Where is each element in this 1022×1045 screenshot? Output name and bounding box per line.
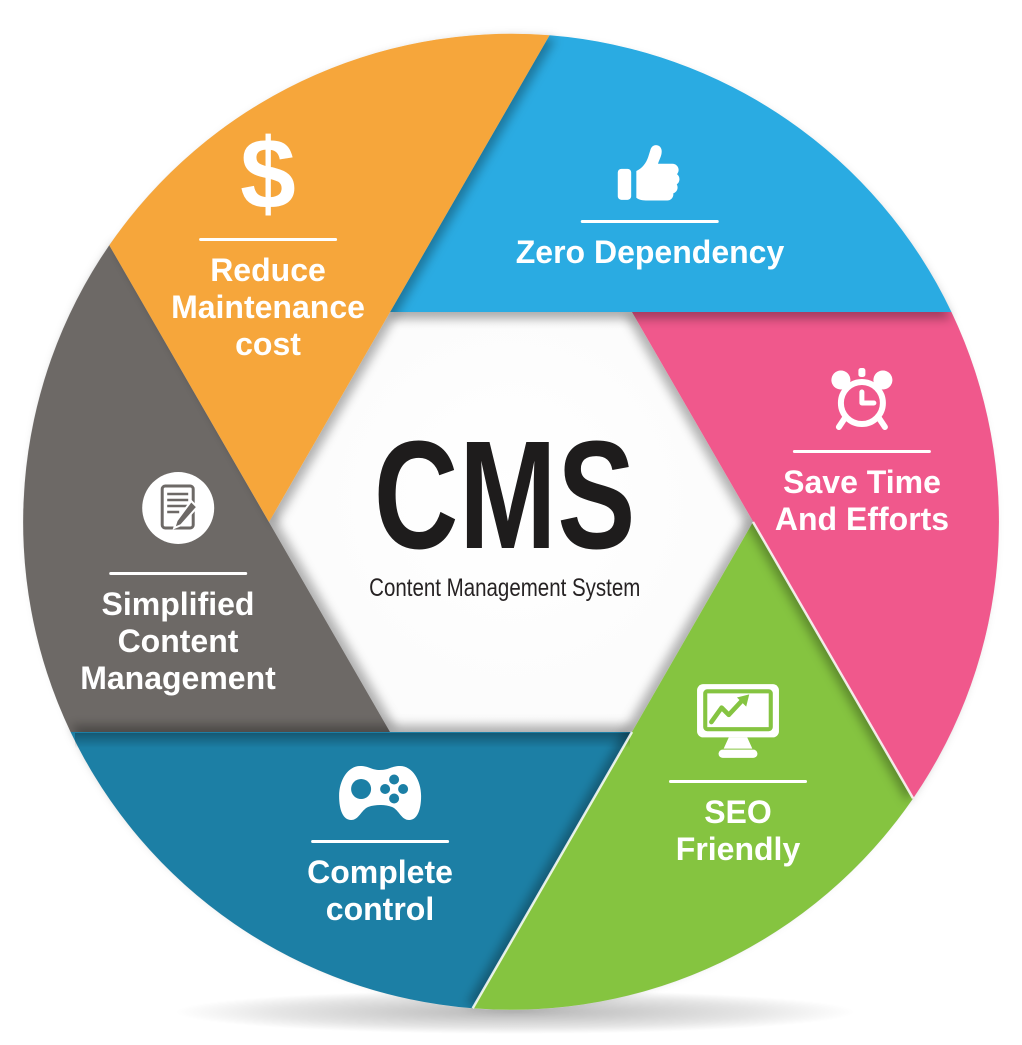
center-bottom-shadow bbox=[75, 733, 630, 748]
segment-complete-control: Complete control bbox=[307, 762, 453, 928]
thumbs-up-icon bbox=[617, 142, 683, 204]
segment-label-line: Maintenance bbox=[171, 289, 365, 325]
separator-line bbox=[580, 220, 719, 223]
segment-zero-dependency: Zero Dependency bbox=[515, 142, 785, 271]
green-edge-highlight bbox=[471, 731, 634, 1009]
segment-label-line: Simplified bbox=[101, 586, 255, 622]
segment-label-line: control bbox=[325, 891, 435, 927]
segment-label-line: Complete bbox=[307, 854, 453, 890]
segment-label-line: Content bbox=[117, 623, 239, 659]
segment-label-line: cost bbox=[235, 326, 301, 362]
game-controller-icon bbox=[333, 762, 427, 824]
segment-save-time-and-efforts: Save Time And Efforts bbox=[775, 366, 949, 538]
blade-reduce-cost bbox=[109, 33, 550, 522]
separator-line bbox=[198, 238, 337, 241]
segment-reduce-maintenance-cost: $ Reduce Maintenance cost bbox=[171, 118, 365, 363]
document-edit-icon bbox=[140, 470, 216, 546]
segment-label-line: Zero Dependency bbox=[515, 234, 785, 270]
alarm-clock-icon bbox=[827, 366, 897, 434]
page-subtitle: Content Management System bbox=[369, 574, 641, 602]
segment-label-line: And Efforts bbox=[774, 501, 950, 537]
ground-shadow bbox=[175, 990, 855, 1034]
separator-line bbox=[792, 450, 931, 453]
monitor-chart-icon bbox=[695, 682, 781, 760]
page-title: CMS bbox=[373, 409, 637, 581]
separator-line bbox=[310, 840, 449, 843]
segment-simplified-content-management: Simplified Content Management bbox=[80, 470, 276, 697]
blade-seo-friendly bbox=[472, 522, 914, 1010]
segment-seo-friendly: SEO Friendly bbox=[669, 682, 807, 868]
dollar-icon: $ bbox=[240, 118, 296, 230]
segment-label-line: Friendly bbox=[675, 831, 801, 867]
center-label: CMS Content Management System bbox=[332, 418, 677, 603]
pink-edge-highlight bbox=[751, 521, 915, 800]
blade-complete-control bbox=[70, 732, 633, 1009]
segment-label-line: Save Time bbox=[783, 464, 941, 500]
blade-save-time bbox=[632, 312, 999, 799]
segment-label-line: Reduce bbox=[210, 252, 326, 288]
segment-label-line: SEO bbox=[704, 794, 772, 830]
segment-label-line: Management bbox=[80, 660, 276, 696]
separator-line bbox=[669, 780, 807, 783]
separator-line bbox=[109, 572, 247, 575]
